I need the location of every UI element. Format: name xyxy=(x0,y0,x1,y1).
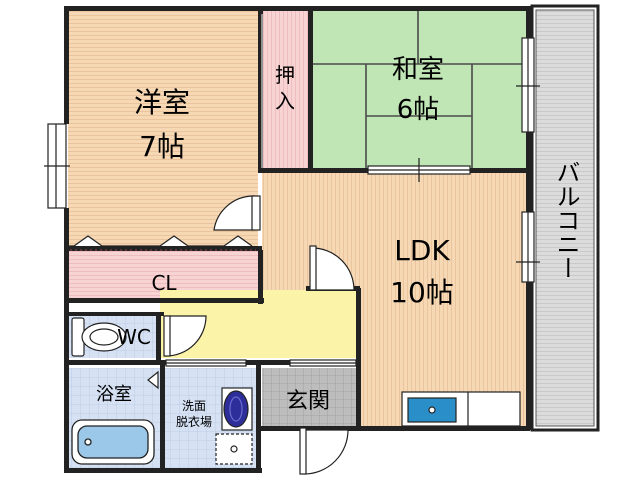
balcony-label: バルコニー xyxy=(552,160,580,280)
door-western-room xyxy=(213,195,261,231)
kitchen-counter xyxy=(401,391,521,427)
wc-label: WC xyxy=(117,325,151,349)
washroom-label-1: 洗面 xyxy=(182,399,206,413)
entrance-floor xyxy=(262,368,356,426)
ldk-size: 10帖 xyxy=(390,276,454,309)
door-entrance xyxy=(299,427,349,475)
sliding-door-japanese xyxy=(367,158,471,182)
japanese-room-floor xyxy=(312,10,526,168)
closet-hanger-rail xyxy=(68,235,253,247)
toilet-icon xyxy=(71,317,127,357)
door-washroom xyxy=(165,359,247,367)
japanese-room-name: 和室 xyxy=(392,55,444,85)
door-ldk xyxy=(309,245,355,291)
ldk-name: LDK xyxy=(394,234,450,267)
washroom-label-2: 脱衣場 xyxy=(176,414,212,429)
western-room-size: 7帖 xyxy=(139,130,185,163)
balcony-floor xyxy=(536,10,594,426)
entrance-label: 玄関 xyxy=(286,389,330,414)
laundry-pan-icon xyxy=(215,433,253,465)
ldk-floor xyxy=(262,172,526,290)
window-japanese-balcony xyxy=(516,37,540,133)
tatami-grid xyxy=(312,10,526,168)
washbasin-icon xyxy=(221,387,253,431)
door-wc xyxy=(163,315,207,357)
walls xyxy=(64,6,531,473)
window-ldk-balcony xyxy=(516,211,540,283)
window-west xyxy=(44,123,70,209)
door-corridor-ldk xyxy=(289,359,357,367)
oshiire-floor xyxy=(262,10,308,168)
cl-label: CL xyxy=(151,271,177,295)
door-bath xyxy=(147,370,159,390)
japanese-room-size: 6帖 xyxy=(397,95,440,125)
bath-label: 浴室 xyxy=(96,384,132,405)
oshiire-label-2: 入 xyxy=(275,89,295,113)
bathtub-icon xyxy=(71,419,155,465)
western-room-name: 洋室 xyxy=(134,86,190,119)
oshiire-label-1: 押 xyxy=(275,63,295,87)
